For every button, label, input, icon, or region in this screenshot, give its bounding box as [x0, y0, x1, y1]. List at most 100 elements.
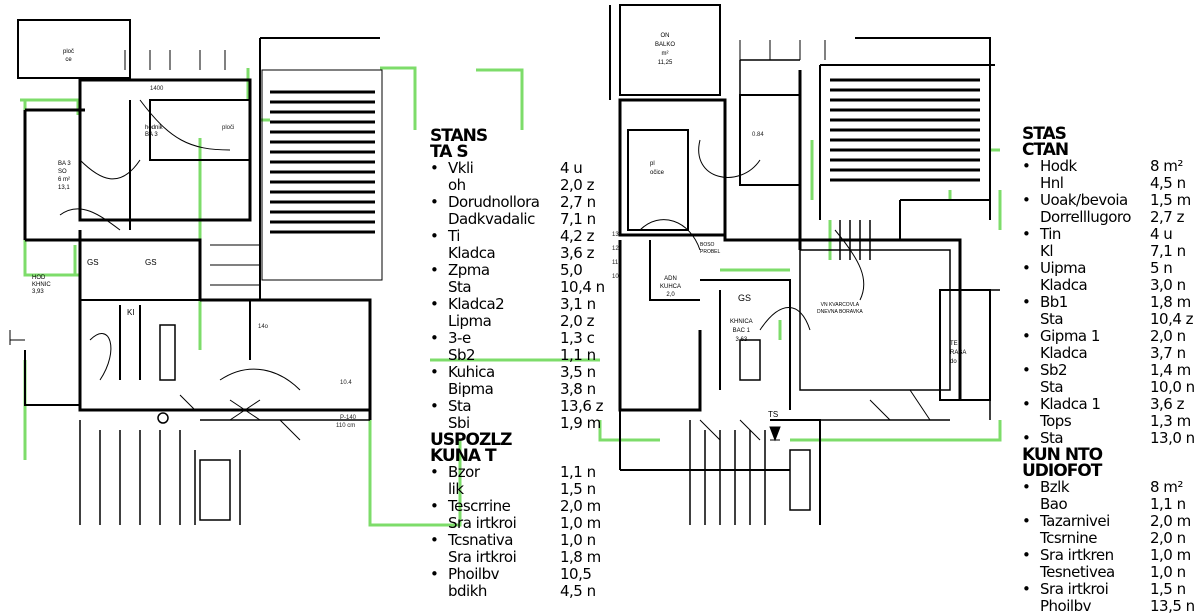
left-unit-walls — [9, 19, 383, 525]
legend-room-name: Tin — [1040, 226, 1061, 243]
right-kitchen2-line2: BAC 1 — [732, 328, 750, 334]
right-kitchen2-line3: 3,63 — [735, 337, 748, 343]
right-terrace-line1: TE — [950, 341, 958, 347]
legend-room-area: 1,1 n — [560, 347, 596, 364]
legend-room-name: Sta — [448, 279, 472, 296]
legend-room-name: Hnl — [1040, 175, 1064, 192]
right-legend-title-1: STAS — [1022, 124, 1067, 144]
middle-legend-title-1: STANS — [430, 126, 488, 146]
right-balcony-line2: BALKO — [655, 42, 676, 48]
middle-legend-title-2: TA S — [430, 142, 469, 162]
right-kitchen-label: ADN KUHCA 2,0 — [660, 275, 681, 299]
legend-room-area: 3,6 z — [1150, 396, 1185, 413]
legend-room-name: Sta — [1040, 430, 1064, 447]
legend-room-name: Sra irtkren — [1040, 547, 1114, 564]
legend-room-area: 1,9 m — [560, 415, 601, 432]
legend-room-name: Sbi — [448, 415, 470, 432]
left-hall-line1: hodnik — [145, 125, 163, 131]
legend-room-name: Bao — [1040, 496, 1068, 513]
legend-room-area: 1,0 n — [1150, 564, 1186, 581]
legend-room-name: Bipma — [448, 381, 494, 398]
legend-room-name: Tazarnivei — [1040, 513, 1110, 530]
legend-room-area: 7,1 n — [560, 211, 596, 228]
legend-row: Hnl 4,5 n — [1022, 175, 1197, 192]
right-legend-section2-line1: KUN NTO — [1022, 445, 1103, 465]
legend-row: lik 1,5 n — [430, 481, 605, 498]
legend-row: Uoak/bevoia 1,5 m — [1022, 192, 1197, 209]
legend-room-name: Sra irtkroi — [1040, 581, 1109, 598]
right-side-number-4: 10 — [612, 274, 619, 280]
legend-room-name: Kladca — [1040, 277, 1088, 294]
legend-room-name: Bzor — [448, 464, 480, 481]
left-hall-line2: BA 3 — [145, 132, 158, 138]
right-terrace-label: TE RASA do — [950, 340, 966, 367]
right-side-number-3: 11 — [612, 260, 619, 266]
legend-row: Sra irtkren 1,0 m — [1022, 547, 1197, 564]
legend-room-area: 3,6 z — [560, 245, 595, 262]
legend-row: Sta 10,4 z — [1022, 311, 1197, 328]
legend-room-name: Kladca2 — [448, 296, 505, 313]
legend-room-area: 13,6 z — [560, 398, 604, 415]
legend-room-area: 7,1 n — [1150, 243, 1186, 260]
right-kitchen-line1: ADN — [664, 276, 677, 282]
legend-room-area: 1,8 m — [560, 549, 601, 566]
right-legend-title-2: CTAN — [1022, 140, 1069, 160]
right-room-a-label: pl očice — [650, 160, 664, 178]
left-kitchen-label: HOD KHNIC 3,93 — [32, 275, 51, 296]
left-balcony-line2: ce — [65, 57, 72, 63]
legend-room-name: lik — [448, 481, 464, 498]
legend-room-area: 3,1 n — [560, 296, 596, 313]
legend-room-name: Kl — [1040, 243, 1054, 260]
left-kitchen-line3: 3,93 — [32, 289, 44, 295]
legend-room-area: 5,0 — [560, 262, 583, 279]
legend-row: Sta 13,6 z — [430, 398, 605, 415]
left-dim-1: 1400 — [150, 86, 164, 92]
left-room-main-line4: 13,1 — [58, 185, 70, 191]
left-balcony-line1: ploč — [63, 49, 75, 55]
legend-room-area: 4,5 n — [1150, 175, 1186, 192]
legend-room-name: Tcsrnine — [1040, 530, 1098, 547]
legend-row: Kl 7,1 n — [1022, 243, 1197, 260]
left-balcony-label: ploč ce — [63, 48, 74, 64]
legend-room-area: 1,5 n — [560, 481, 596, 498]
legend-room-name: Sta — [1040, 311, 1064, 328]
legend-row: Kladca2 3,1 n — [430, 296, 605, 313]
right-ts-label: TS — [768, 410, 779, 419]
legend-room-area: 1,0 m — [1150, 547, 1191, 564]
legend-room-area: 10,4 z — [1150, 311, 1194, 328]
right-balcony-label: ON BALKO m² 11,25 — [655, 32, 675, 68]
legend-room-name: Dorrelllugoro — [1040, 209, 1131, 226]
legend-row: Kladca 13,6 z — [1022, 396, 1197, 413]
legend-room-name: Phoilbv — [448, 566, 499, 583]
legend-room-name: Uoak/bevoia — [1040, 192, 1128, 209]
left-room-main-label: BA 3 SO 6 m² 13,1 — [58, 160, 71, 192]
legend-room-area: 10,0 n — [1150, 379, 1195, 396]
legend-room-area: 5 n — [1150, 260, 1173, 277]
legend-room-area: 1,5 m — [1150, 192, 1191, 209]
legend-room-name: Kladca — [1040, 345, 1088, 362]
legend-room-name: Sta — [448, 398, 472, 415]
legend-room-name: Vkli — [448, 160, 474, 177]
